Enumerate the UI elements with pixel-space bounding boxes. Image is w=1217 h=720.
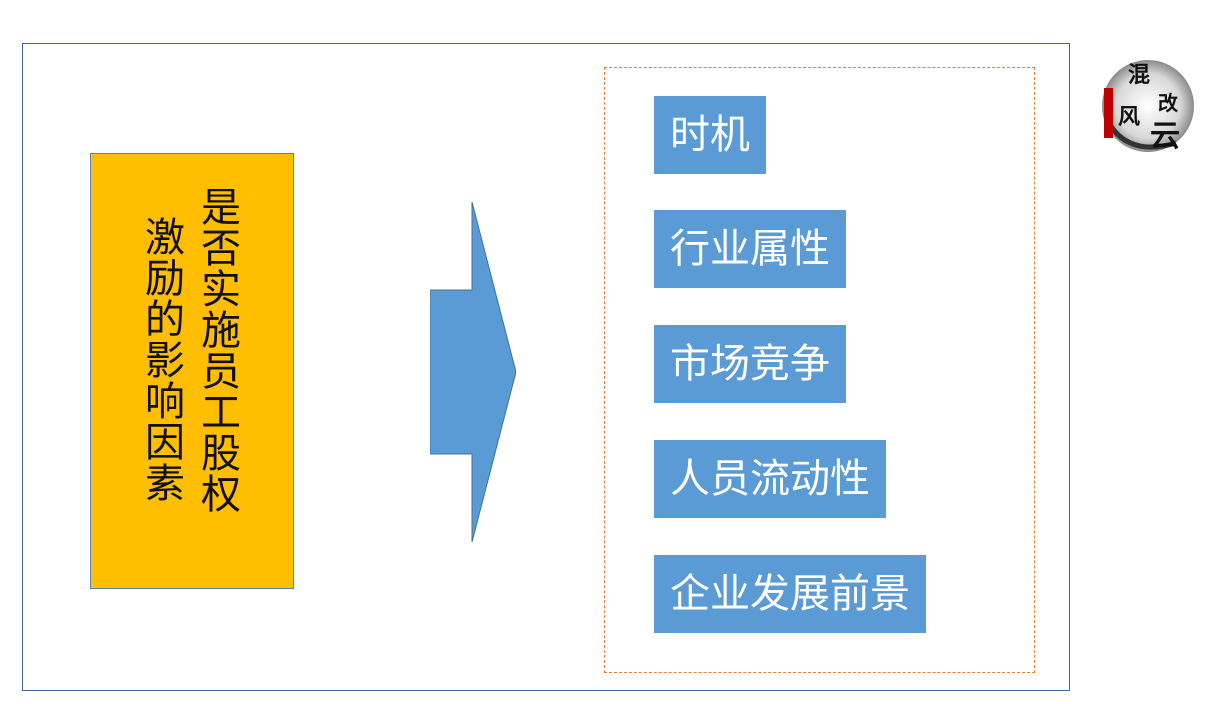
question-column-1: 是 否 实 施 员 工 股 权 (193, 188, 249, 516)
question-char: 响 (145, 379, 185, 425)
factor-tag-prospects: 企业发展前景 (654, 555, 926, 633)
svg-text:云: 云 (1150, 119, 1180, 154)
question-char: 素 (145, 461, 185, 507)
question-char: 股 (201, 431, 241, 477)
question-char: 因 (145, 420, 185, 466)
central-question-box: 是 否 实 施 员 工 股 权 激 励 的 影 响 因 素 (90, 153, 294, 589)
question-char: 实 (201, 267, 241, 313)
factor-tag-turnover: 人员流动性 (654, 440, 886, 518)
svg-text:改: 改 (1158, 91, 1179, 115)
question-char: 工 (201, 390, 241, 436)
question-char: 施 (201, 308, 241, 354)
question-char: 影 (145, 338, 185, 384)
factors-container (604, 67, 1035, 673)
question-char: 员 (201, 349, 241, 395)
factor-tag-timing: 时机 (654, 96, 766, 174)
factor-tag-industry: 行业属性 (654, 210, 846, 288)
question-char: 励 (145, 256, 185, 302)
svg-text:风: 风 (1118, 104, 1140, 130)
question-char: 否 (201, 226, 241, 272)
question-char: 激 (145, 215, 185, 261)
factor-tag-competition: 市场竞争 (654, 325, 846, 403)
question-char: 是 (201, 185, 241, 231)
question-char: 的 (145, 297, 185, 343)
question-column-2: 激 励 的 影 响 因 素 (137, 218, 193, 505)
svg-text:混: 混 (1128, 62, 1150, 88)
logo-seal: 混 改 风 云 (1102, 60, 1194, 154)
question-char: 权 (201, 472, 241, 518)
right-arrow-icon (430, 202, 516, 542)
